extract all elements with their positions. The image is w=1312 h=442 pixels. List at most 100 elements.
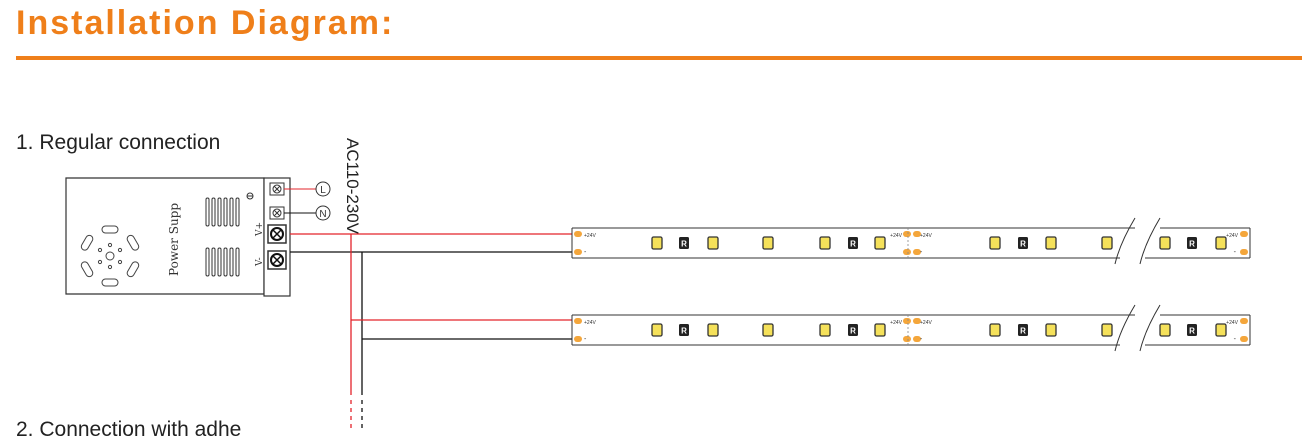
resistor-label: R — [850, 327, 856, 336]
plus-24v-label: +24V — [890, 320, 902, 326]
led-chip — [1215, 323, 1227, 337]
title-underline — [16, 56, 1302, 60]
minus-label: - — [920, 336, 923, 343]
led-chip — [651, 323, 663, 337]
fan-icon — [80, 225, 140, 287]
resistor — [848, 324, 858, 336]
solder-pad — [1240, 336, 1248, 342]
vent-slot — [223, 247, 228, 277]
resistor — [1187, 324, 1197, 336]
led-chip — [989, 236, 1001, 250]
resistor-label: R — [1189, 240, 1195, 249]
solder-pad — [1240, 231, 1248, 237]
svg-text:N: N — [319, 209, 326, 220]
plus-24v-label: +24V — [584, 233, 596, 239]
resistor — [848, 237, 858, 249]
wiring-diagram: AC110-230V Power Supp V+ V- — [65, 138, 1251, 428]
plus-24v-label: +24V — [890, 233, 902, 239]
strip-cut-mark — [1114, 217, 1136, 265]
led-chip — [819, 236, 831, 250]
power-supply: Power Supp V+ V- — [65, 177, 291, 297]
solder-pad — [574, 336, 582, 342]
led-chip — [1159, 323, 1171, 337]
led-chip — [989, 323, 1001, 337]
led-chip — [1159, 236, 1171, 250]
led-chip — [819, 323, 831, 337]
vent-slot — [205, 247, 210, 277]
section-heading-regular-connection: 1. Regular connection — [16, 131, 221, 154]
svg-text:L: L — [320, 185, 326, 196]
vent-slot — [229, 197, 234, 227]
solder-pad — [1240, 318, 1248, 324]
led-chip — [707, 236, 719, 250]
ac-voltage-label: AC110-230V — [343, 138, 362, 235]
minus-label: - — [584, 249, 587, 256]
led-chip — [1101, 323, 1113, 337]
vent-slot — [229, 247, 234, 277]
solder-pad — [574, 231, 582, 237]
led-chip — [651, 236, 663, 250]
resistor-label: R — [1189, 327, 1195, 336]
solder-pad — [903, 231, 911, 237]
led-chip — [874, 323, 886, 337]
solder-pad — [913, 231, 921, 237]
vent-slot — [223, 197, 228, 227]
vent-slot — [211, 247, 216, 277]
dc-wiring — [290, 233, 572, 428]
resistor-label: R — [681, 240, 687, 249]
screw-terminal-vminus — [267, 250, 287, 270]
plus-24v-label: +24V — [584, 320, 596, 326]
solder-pad — [913, 336, 921, 342]
solder-pad — [913, 318, 921, 324]
terminal-n-marker: N — [315, 205, 331, 221]
power-supply-body — [65, 177, 265, 295]
vent-slot — [211, 197, 216, 227]
minus-label: - — [584, 336, 587, 343]
psu-vplus-label: V+ — [255, 222, 265, 237]
plus-24v-label: +24V — [920, 233, 932, 239]
screw-terminal-l — [269, 182, 285, 196]
screw-terminal-vplus — [267, 224, 287, 244]
terminal-l-marker: L — [315, 181, 331, 197]
vent-slot — [217, 197, 222, 227]
plus-24v-label: +24V — [1226, 233, 1238, 239]
plus-24v-label: +24V — [1226, 320, 1238, 326]
led-chip — [1045, 236, 1057, 250]
solder-pad — [574, 249, 582, 255]
solder-pad — [903, 318, 911, 324]
strip-cut-mark — [1114, 304, 1136, 352]
resistor — [1018, 324, 1028, 336]
vent-slot — [205, 197, 210, 227]
led-chip — [1215, 236, 1227, 250]
resistor-label: R — [1020, 327, 1026, 336]
led-chip — [762, 236, 774, 250]
solder-pad — [903, 249, 911, 255]
power-supply-label: Power Supp — [167, 203, 181, 276]
led-strip: +24V +24V +24V +24V - - - R R R R — [571, 304, 1251, 352]
plus-24v-label: +24V — [920, 320, 932, 326]
led-chip — [762, 323, 774, 337]
resistor-label: R — [681, 327, 687, 336]
led-chip — [874, 236, 886, 250]
solder-pad — [1240, 249, 1248, 255]
resistor — [679, 237, 689, 249]
resistor — [1187, 237, 1197, 249]
vent-slots — [205, 197, 240, 277]
resistor — [679, 324, 689, 336]
strip-cut-mark — [1139, 217, 1161, 265]
screw-terminal-n — [269, 206, 285, 220]
resistor — [1018, 237, 1028, 249]
resistor-label: R — [1020, 240, 1026, 249]
minus-label: - — [1234, 336, 1237, 343]
psu-vminus-label: V- — [255, 257, 265, 267]
solder-pad — [913, 249, 921, 255]
led-chip — [1045, 323, 1057, 337]
vent-slot — [235, 197, 240, 227]
resistor-label: R — [850, 240, 856, 249]
vent-slot — [217, 247, 222, 277]
solder-pad — [903, 336, 911, 342]
led-chip — [707, 323, 719, 337]
vent-slot — [235, 247, 240, 277]
led-chip — [1101, 236, 1113, 250]
